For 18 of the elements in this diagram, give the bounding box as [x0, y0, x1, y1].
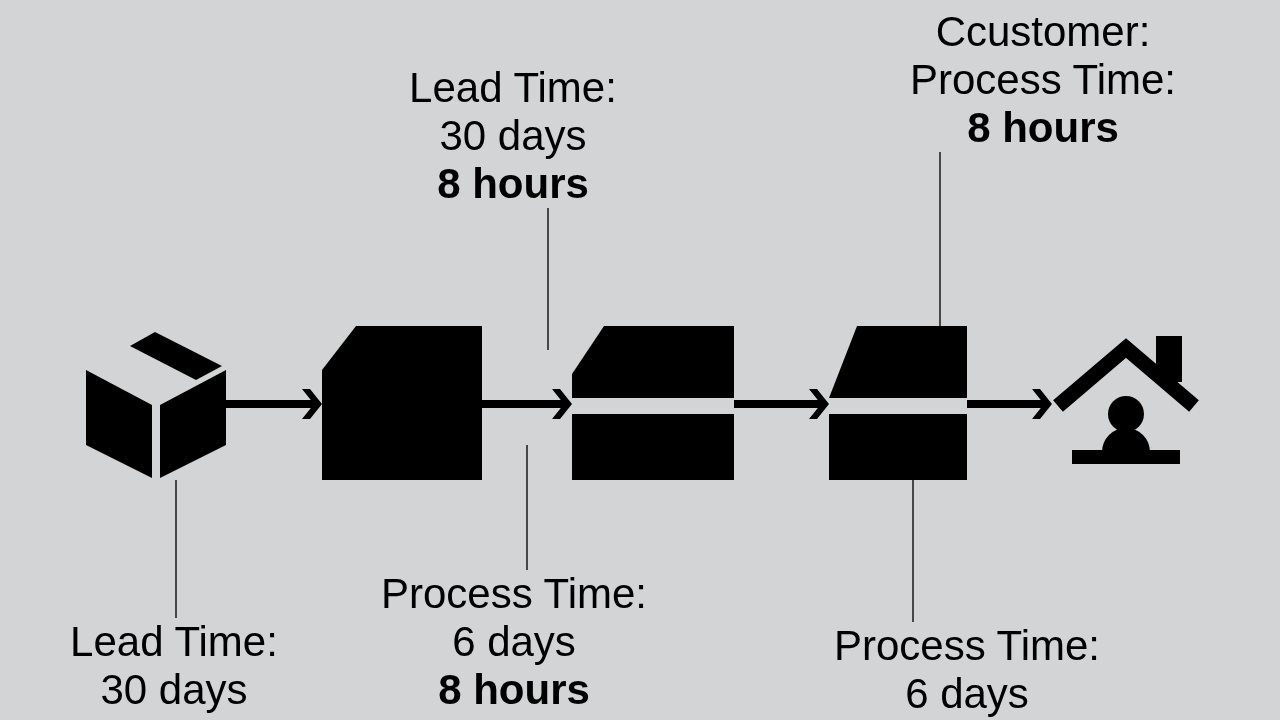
callout-value: 8 hours: [436, 160, 590, 208]
callout-text: Lead Time: 30 days: [69, 618, 279, 714]
leader-line: [526, 444, 528, 571]
callout-value: 8 hours: [437, 666, 591, 714]
package-icon: [86, 330, 226, 480]
stacked-blocks: [829, 326, 967, 480]
callout-value: 8 hours: [966, 104, 1120, 152]
stacked-blocks: [572, 326, 734, 480]
leader-line: [547, 207, 549, 351]
callout-text: Process Time: 6 days: [379, 570, 649, 666]
callout-text: Ccustomer: Process Time:: [908, 8, 1178, 104]
house-person-icon: [1052, 334, 1200, 466]
chamfered-block: [322, 326, 482, 480]
leader-line: [912, 479, 914, 623]
callout-text: Lead Time: 30 days: [408, 64, 618, 160]
leader-line: [939, 151, 941, 327]
leader-line: [175, 479, 177, 619]
callout-text: Process Time: 6 days: [832, 622, 1102, 718]
